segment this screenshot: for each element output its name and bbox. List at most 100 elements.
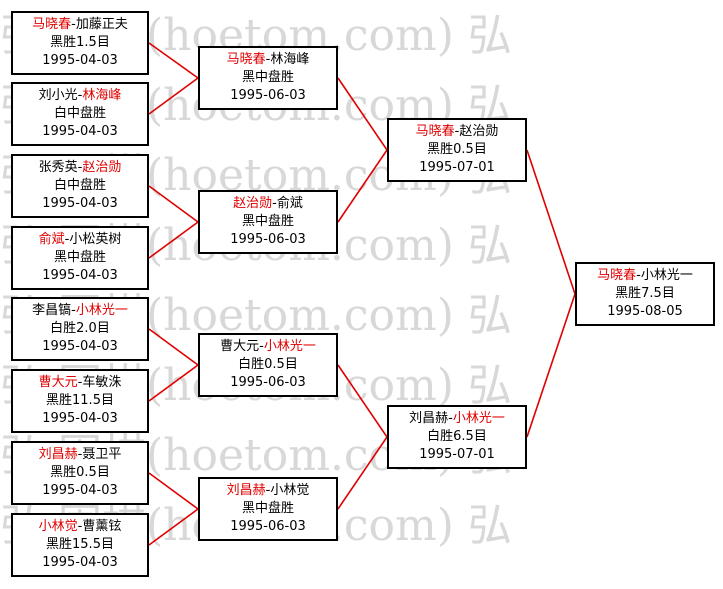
connector-line	[148, 472, 199, 510]
player-name: 聂卫平	[82, 447, 122, 462]
connector-line	[526, 293, 576, 438]
player-name: 小松英树	[69, 232, 122, 247]
player-separator: -	[265, 483, 271, 498]
match-result: 白中盘胜	[53, 106, 106, 121]
match-date: 1995-07-01	[419, 160, 495, 175]
player-name: 小林光一	[75, 303, 128, 318]
match-date: 1995-04-03	[42, 196, 118, 211]
connector-line	[148, 508, 199, 546]
match-date: 1995-08-05	[607, 304, 683, 319]
match-date: 1995-04-03	[42, 483, 118, 498]
match-date: 1995-04-03	[42, 339, 118, 354]
player-name: 刘小光	[38, 88, 78, 103]
match-players: 俞斌-小松英树	[13, 231, 147, 249]
player-name: 俞斌	[276, 196, 303, 211]
connector-line	[337, 436, 388, 510]
match-box: 马晓春-加藤正夫黑胜1.5目 1995-04-03	[11, 11, 149, 75]
player-separator: -	[448, 411, 453, 426]
connector-line	[148, 364, 199, 402]
player-separator: -	[265, 52, 271, 67]
match-result: 黑胜0.5目	[427, 142, 487, 157]
match-date: 1995-06-03	[230, 88, 306, 103]
connector-line	[337, 364, 388, 438]
match-date: 1995-06-03	[230, 519, 306, 534]
player-name: 刘昌赫	[38, 447, 78, 462]
match-players: 曹大元-小林光一	[200, 338, 336, 356]
match-result: 黑中盘胜	[241, 501, 294, 516]
connector-line	[148, 185, 199, 223]
player-name: 林海峰	[82, 88, 122, 103]
match-players: 马晓春-林海峰	[200, 51, 336, 69]
player-name: 马晓春	[226, 52, 266, 67]
match-result: 黑胜11.5目	[46, 393, 114, 408]
match-result: 白中盘胜	[53, 178, 106, 193]
player-separator: -	[77, 447, 83, 462]
player-separator: -	[77, 160, 83, 175]
match-box: 马晓春-赵治勋黑胜0.5目 1995-07-01	[387, 118, 527, 182]
player-separator: -	[71, 17, 76, 32]
player-separator: -	[272, 196, 277, 211]
connector-line	[337, 77, 388, 151]
connector-line	[148, 221, 199, 259]
player-name: 小林光一	[263, 339, 316, 354]
player-name: 赵治勋	[459, 124, 499, 139]
player-separator: -	[77, 519, 83, 534]
player-name: 小林光一	[452, 411, 505, 426]
connector-line	[148, 328, 199, 366]
player-name: 曹薰铉	[82, 519, 122, 534]
player-name: 赵治勋	[82, 160, 122, 175]
player-name: 俞斌	[38, 232, 65, 247]
match-players: 曹大元-车敏洙	[13, 374, 147, 392]
player-name: 小林觉	[270, 483, 310, 498]
player-name: 李昌镐	[32, 303, 72, 318]
match-result: 黑胜15.5目	[46, 537, 114, 552]
match-result: 白胜2.0目	[50, 321, 110, 336]
match-players: 刘昌赫-聂卫平	[13, 446, 147, 464]
player-separator: -	[636, 268, 641, 283]
match-players: 李昌镐-小林光一	[13, 302, 147, 320]
match-players: 刘昌赫-小林觉	[200, 482, 336, 500]
player-name: 曹大元	[220, 339, 260, 354]
player-separator: -	[77, 375, 83, 390]
match-players: 张秀英-赵治勋	[13, 159, 147, 177]
player-name: 刘昌赫	[226, 483, 266, 498]
connector-line	[526, 149, 576, 295]
match-date: 1995-04-03	[42, 555, 118, 570]
match-date: 1995-04-03	[42, 124, 118, 139]
player-separator: -	[259, 339, 264, 354]
player-name: 曹大元	[38, 375, 78, 390]
match-result: 黑中盘胜	[241, 70, 294, 85]
player-name: 车敏洙	[82, 375, 122, 390]
player-name: 林海峰	[270, 52, 310, 67]
match-date: 1995-07-01	[419, 447, 495, 462]
match-result: 黑胜7.5目	[615, 286, 675, 301]
player-name: 马晓春	[415, 124, 455, 139]
match-result: 黑中盘胜	[241, 214, 294, 229]
match-result: 黑胜1.5目	[50, 35, 110, 50]
player-separator: -	[77, 88, 83, 103]
match-date: 1995-04-03	[42, 411, 118, 426]
match-players: 小林觉-曹薰铉	[13, 518, 147, 536]
player-name: 马晓春	[32, 17, 72, 32]
connector-line	[337, 149, 388, 223]
player-name: 小林光一	[640, 268, 693, 283]
player-name: 加藤正夫	[75, 17, 128, 32]
match-date: 1995-04-03	[42, 53, 118, 68]
player-separator: -	[454, 124, 460, 139]
player-name: 刘昌赫	[409, 411, 449, 426]
match-box: 小林觉-曹薰铉黑胜15.5目 1995-04-03	[11, 513, 149, 577]
connector-line	[148, 77, 199, 115]
player-name: 张秀英	[38, 160, 78, 175]
match-players: 刘小光-林海峰	[13, 87, 147, 105]
match-players: 刘昌赫-小林光一	[389, 410, 525, 428]
